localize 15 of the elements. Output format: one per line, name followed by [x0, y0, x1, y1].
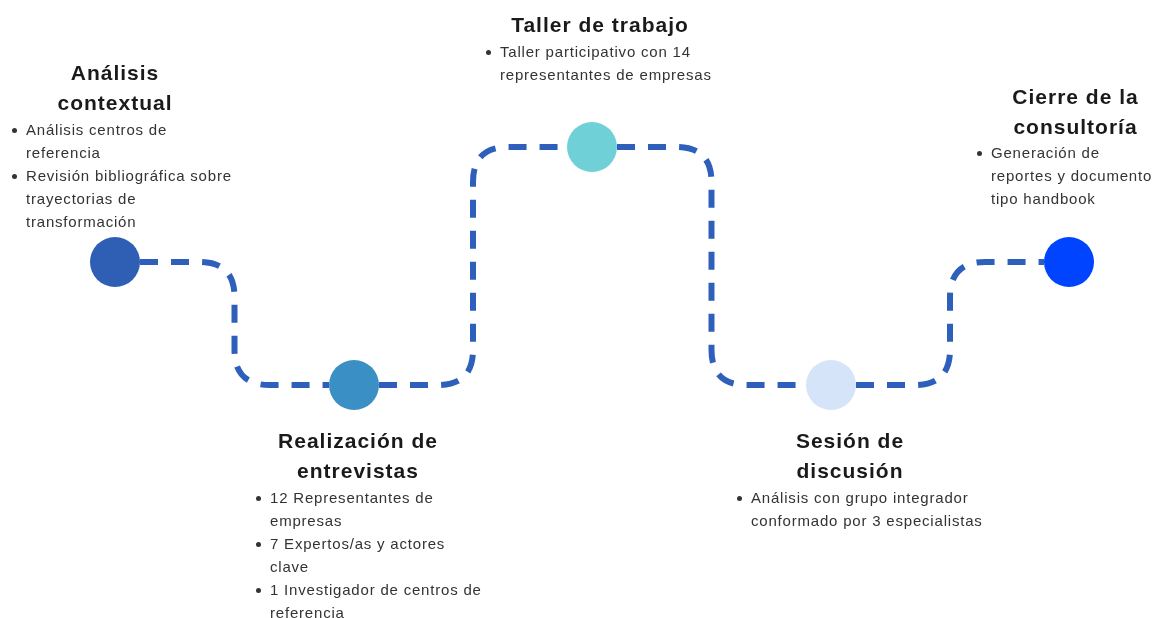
step-heading: Sesión de discusión — [794, 428, 906, 484]
step-heading: Cierre de la consultoría — [1011, 84, 1140, 140]
bullet-item: Taller participativo con 14 representantes de empresas — [482, 40, 722, 86]
bullet-item: Análisis centros de referencia — [8, 118, 240, 164]
bullet-item: Análisis con grupo integrador conformado por 3 especialistas — [733, 486, 983, 532]
bullet-item: Generación de reportes y documento tipo handbook — [973, 141, 1153, 210]
dashed-connector — [140, 259, 329, 388]
bullet-item: 12 Representantes de empresas — [252, 486, 484, 532]
dashed-connector — [856, 259, 1044, 388]
step-heading: Realización de entrevistas — [277, 428, 439, 484]
step-heading: Taller de trabajo — [510, 12, 690, 38]
bullet-item: 7 Expertos/as y actores clave — [252, 532, 484, 578]
bullet-item: 1 Investigador de centros de referencia — [252, 578, 484, 618]
step-heading: Análisis contextual — [56, 60, 174, 116]
bullet-item: Revisión bibliográfica sobre trayectorias de transformación — [8, 164, 240, 233]
